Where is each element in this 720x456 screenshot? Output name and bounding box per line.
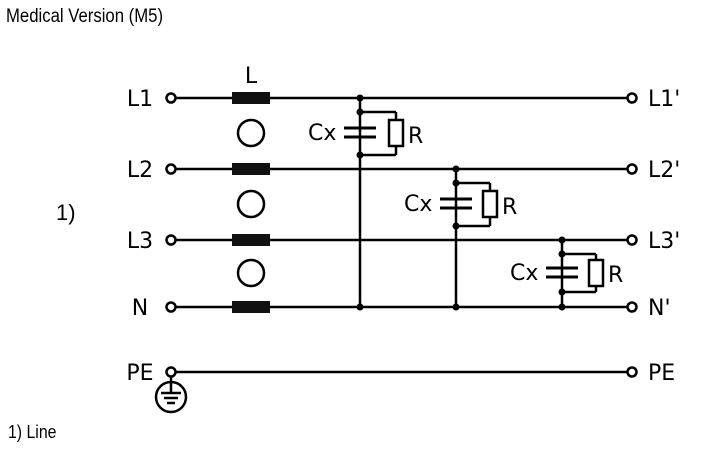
terminal-in-n	[165, 301, 177, 313]
resistor-3	[587, 258, 605, 288]
choke-coupling-2	[236, 189, 266, 219]
input-label-l3: L3	[127, 229, 153, 254]
input-label-l2: L2	[127, 158, 153, 183]
choke-winding-l3	[232, 234, 270, 246]
output-label-n: N'	[648, 296, 671, 321]
choke-coupling-1	[236, 118, 266, 148]
inductor-label: L	[245, 64, 258, 89]
output-label-l2: L2'	[648, 158, 680, 183]
choke-coupling-3	[236, 258, 266, 288]
terminal-out-l1	[626, 92, 638, 104]
line-reference: 1)	[56, 200, 76, 225]
terminal-out-pe	[626, 366, 638, 378]
choke-winding-n	[232, 301, 270, 313]
terminal-in-pe	[165, 366, 177, 378]
terminal-in-l3	[165, 234, 177, 246]
footnote: 1) Line	[8, 422, 57, 442]
diagram-title: Medical Version (M5)	[6, 6, 164, 27]
choke-winding-l2	[232, 163, 270, 175]
terminal-in-l2	[165, 163, 177, 175]
resistor-2	[481, 189, 499, 219]
terminal-out-l3	[626, 234, 638, 246]
input-label-pe: PE	[126, 361, 153, 386]
output-label-l3: L3'	[648, 229, 680, 254]
choke-winding-l1	[232, 92, 270, 104]
protective-earth-icon	[154, 372, 188, 414]
terminal-in-l1	[165, 92, 177, 104]
input-label-l1: L1	[127, 87, 153, 112]
resistor-label-1: R	[408, 124, 423, 149]
terminal-out-n	[626, 301, 638, 313]
resistor-1	[387, 118, 405, 148]
terminal-out-l2	[626, 163, 638, 175]
resistor-label-2: R	[502, 195, 517, 220]
capacitor-label-2: Cx	[404, 192, 432, 217]
output-label-l1: L1'	[648, 87, 680, 112]
input-label-n: N	[132, 296, 148, 321]
capacitor-label-1: Cx	[308, 121, 336, 146]
capacitor-label-3: Cx	[510, 261, 538, 286]
output-label-pe: PE	[648, 361, 675, 386]
resistor-label-3: R	[608, 263, 623, 288]
